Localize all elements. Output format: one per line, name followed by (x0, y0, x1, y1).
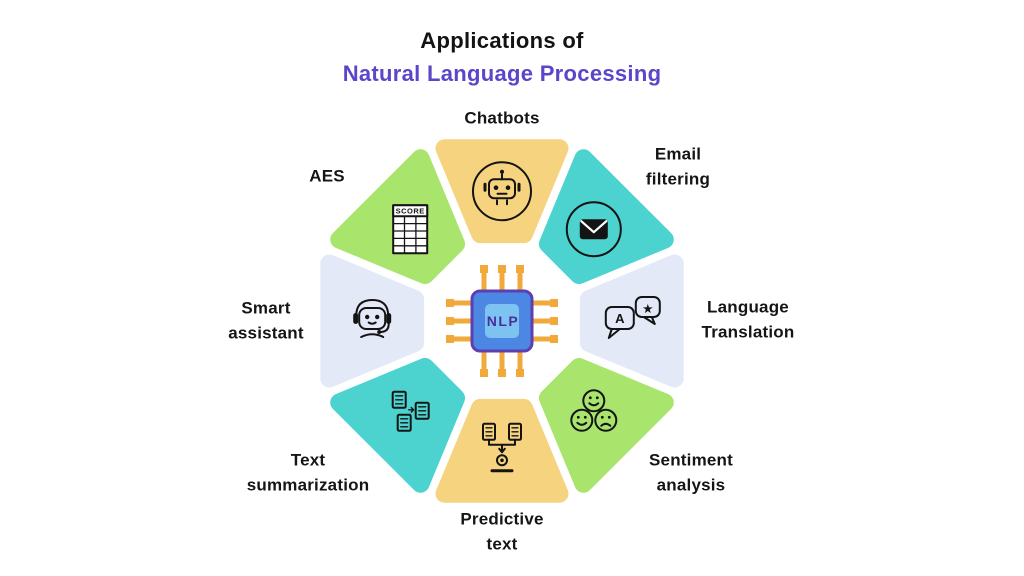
segment-email-filtering (538, 149, 674, 285)
translation-foreign-char: ★ (643, 304, 653, 316)
chip-label: NLP (487, 313, 520, 329)
icons-layer: ★ A (353, 161, 661, 473)
assistant-robot-icon (353, 299, 392, 338)
label-text-summarization: Text summarization (246, 450, 370, 494)
documents-merge-icon (391, 390, 430, 432)
segment-chatbots (435, 139, 569, 244)
segment-language-translation (579, 254, 684, 388)
label-aes: AES (309, 166, 345, 186)
label-language-translation: Language Translation (701, 297, 795, 341)
smileys-icon (570, 389, 618, 432)
translation-bubbles-icon: ★ A (604, 296, 661, 339)
nlp-chip-icon: NLP (446, 265, 558, 377)
title-line1: Applications of (420, 28, 584, 53)
score-sheet-icon: SCORE (392, 204, 429, 255)
label-smart-assistant: Smart assistant (228, 298, 304, 342)
title-line2: Natural Language Processing (342, 61, 662, 86)
score-sheet-header: SCORE (396, 207, 425, 216)
email-icon (565, 201, 622, 258)
translation-letter-a: A (615, 311, 625, 326)
page-title: Applications of Natural Language Process… (343, 28, 662, 87)
segment-smart-assistant (320, 254, 425, 388)
label-predictive-text: Predictive text (460, 509, 544, 553)
chip-pins (454, 273, 550, 369)
segment-sentiment-analysis (538, 357, 674, 493)
label-sentiment-analysis: Sentiment analysis (649, 450, 733, 494)
chatbot-icon (472, 161, 532, 222)
chip-inner (485, 304, 519, 338)
label-chatbots: Chatbots (464, 108, 540, 128)
label-email-filtering: Email filtering (645, 144, 711, 188)
predictive-flow-icon (482, 422, 522, 473)
